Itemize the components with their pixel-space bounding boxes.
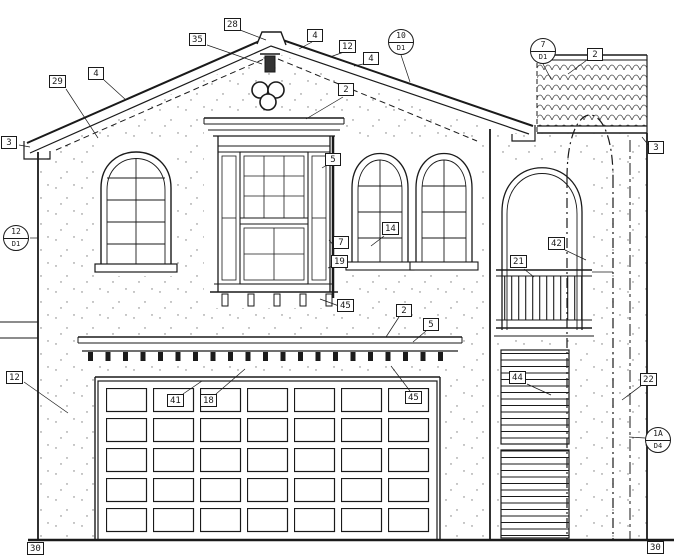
keynote-14: 14 xyxy=(382,222,399,235)
detail-marker-7-d1: 7 D1 xyxy=(530,38,556,64)
keynote-22: 22 xyxy=(640,373,657,386)
detail-marker-1a-d4: 1A D4 xyxy=(645,427,671,453)
keynote-3-a: 3 xyxy=(1,136,17,149)
keynote-30-a: 30 xyxy=(27,542,44,555)
leader-lines xyxy=(18,29,651,439)
keynote-12-a: 12 xyxy=(339,40,356,53)
keynote-41: 41 xyxy=(167,394,184,407)
keynote-4-b: 4 xyxy=(363,52,379,65)
keynote-3-b: 3 xyxy=(648,141,664,154)
detail-number: 10 xyxy=(389,30,413,43)
detail-sheet: D4 xyxy=(653,442,663,450)
keynote-19: 19 xyxy=(331,255,348,268)
keynote-12-b: 12 xyxy=(6,371,23,384)
detail-sheet: D1 xyxy=(538,53,548,61)
left-arched-window xyxy=(94,151,178,273)
tile-roof xyxy=(536,54,648,134)
keynote-2-b: 2 xyxy=(338,83,354,96)
keynote-2-a: 2 xyxy=(587,48,603,61)
keynote-5-a: 5 xyxy=(325,153,341,166)
arched-window-2 xyxy=(409,153,479,271)
garage-door xyxy=(94,376,441,541)
wall-outlines xyxy=(0,129,648,540)
detail-sheet: D1 xyxy=(11,240,21,248)
gable-roof xyxy=(23,31,536,160)
detail-number: 12 xyxy=(4,226,28,239)
detail-marker-12-d1: 12 D1 xyxy=(3,225,29,251)
keynote-30-b: 30 xyxy=(647,541,664,554)
keynote-29: 29 xyxy=(49,75,66,88)
keynote-4-a: 4 xyxy=(307,29,323,42)
balcony-arch xyxy=(501,167,583,330)
louver-door xyxy=(500,349,570,539)
keynote-44: 44 xyxy=(509,371,526,384)
keynote-18: 18 xyxy=(200,394,217,407)
detail-marker-10-d1: 10 D1 xyxy=(388,29,414,55)
keynote-21: 21 xyxy=(510,255,527,268)
trellis-band xyxy=(77,336,463,362)
balcony-railing xyxy=(494,269,613,337)
keynote-2-c: 2 xyxy=(396,304,412,317)
keynote-35: 35 xyxy=(189,33,206,46)
keynote-45-a: 45 xyxy=(337,299,354,312)
keynote-5-b: 5 xyxy=(423,318,439,331)
detail-number: 7 xyxy=(531,39,555,52)
keynote-45-b: 45 xyxy=(405,391,422,404)
keynote-7: 7 xyxy=(333,236,349,249)
keynote-4-c: 4 xyxy=(88,67,104,80)
ridge-vent xyxy=(260,53,280,73)
keynote-42: 42 xyxy=(548,237,565,250)
detail-sheet: D1 xyxy=(396,44,406,52)
keynote-28: 28 xyxy=(224,18,241,31)
gable-ornament xyxy=(251,81,285,111)
detail-number: 1A xyxy=(646,428,670,441)
